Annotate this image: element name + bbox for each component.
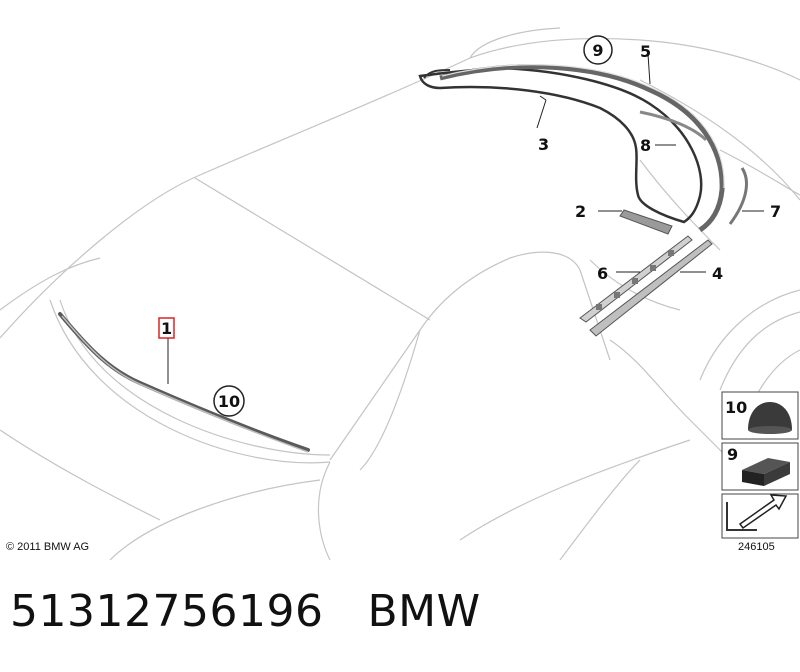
part-number: 51312756196 xyxy=(10,586,324,637)
legend-label-9: 9 xyxy=(727,445,738,464)
part-7-side-trim xyxy=(728,167,748,225)
callout-1: 1 xyxy=(161,319,172,338)
callout-7: 7 xyxy=(770,202,781,221)
callout-10: 10 xyxy=(218,392,240,411)
callout-2: 2 xyxy=(575,202,586,221)
callout-5: 5 xyxy=(640,42,651,61)
part-1-windscreen-trim xyxy=(58,312,310,452)
callout-8: 8 xyxy=(640,136,651,155)
brand-name: BMW xyxy=(367,586,481,637)
callout-6: 6 xyxy=(597,264,608,283)
foam-block-icon xyxy=(742,458,790,486)
arrow-icon xyxy=(726,494,788,531)
part-3-rear-window-seal xyxy=(418,66,703,224)
callout-10-circle xyxy=(213,385,245,417)
leader-lines xyxy=(167,53,764,384)
part-2-trim-piece xyxy=(619,209,673,235)
car-body-outline xyxy=(0,27,800,560)
caption: 51312756196 BMW xyxy=(10,586,481,637)
copyright-text: © 2011 BMW AG xyxy=(6,541,90,553)
legend-label-10: 10 xyxy=(725,398,747,417)
callout-9: 9 xyxy=(592,41,603,60)
part-8-inner-trim xyxy=(639,110,708,142)
legend-panel: 10 9 xyxy=(721,391,799,539)
part-4-lower-rail xyxy=(589,239,713,337)
callout-9-circle xyxy=(583,35,613,65)
callout-4: 4 xyxy=(712,264,723,283)
part-6-clip-strip xyxy=(579,235,693,323)
parts-diagram: 1 2 3 4 5 6 7 8 9 10 10 9 xyxy=(0,27,800,560)
callout-3: 3 xyxy=(538,135,549,154)
part-1-highlight-box xyxy=(158,317,175,339)
part-5-roof-frame-trim xyxy=(439,64,725,233)
diagram-id: 246105 xyxy=(738,541,775,553)
cap-icon xyxy=(748,402,792,430)
